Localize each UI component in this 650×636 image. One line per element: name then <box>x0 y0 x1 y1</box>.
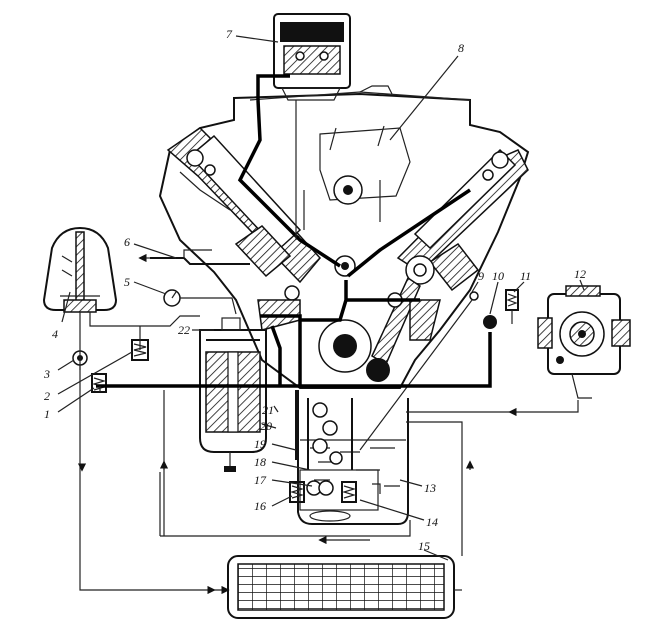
callout-7: 7 <box>226 27 233 41</box>
callout-10: 10 <box>492 269 504 283</box>
engine-outline <box>158 92 530 389</box>
callouts: 1 2 3 4 5 6 7 8 9 10 11 12 13 14 15 16 1… <box>43 27 586 553</box>
callout-17: 17 <box>254 473 267 487</box>
callout-4: 4 <box>52 327 58 341</box>
callout-18: 18 <box>254 455 266 469</box>
plug-10 <box>483 315 497 329</box>
pressure-sensor-11 <box>505 289 519 324</box>
callout-8: 8 <box>458 41 464 55</box>
callout-13: 13 <box>424 481 436 495</box>
dipstick-9 <box>359 299 473 451</box>
oil-cooler-15 <box>227 555 455 619</box>
callout-1: 1 <box>44 407 50 421</box>
callout-12: 12 <box>574 267 586 281</box>
callout-22: 22 <box>178 323 190 337</box>
compressor-12 <box>537 285 631 399</box>
callout-3: 3 <box>43 367 50 381</box>
callout-14: 14 <box>426 515 438 529</box>
engine-block <box>158 85 530 389</box>
callout-21: 21 <box>262 403 274 417</box>
callout-2: 2 <box>44 389 50 403</box>
leader-lines <box>57 35 585 561</box>
breather-6 <box>138 249 250 265</box>
centrifugal-filter-4 <box>42 226 118 313</box>
callout-19: 19 <box>254 437 266 451</box>
callout-15: 15 <box>418 539 430 553</box>
callout-9: 9 <box>478 269 484 283</box>
pressure-gauge-5 <box>163 289 237 315</box>
callout-16: 16 <box>254 499 266 513</box>
oil-pump-14 <box>289 398 379 522</box>
callout-6: 6 <box>124 235 130 249</box>
relief-valve-1 <box>91 373 107 393</box>
callout-5: 5 <box>124 275 130 289</box>
oil-lines <box>77 74 579 595</box>
callout-20: 20 <box>260 419 272 433</box>
fuel-pump-7 <box>273 13 351 101</box>
oil-filter-20-21 <box>199 317 267 472</box>
callout-11: 11 <box>520 269 531 283</box>
